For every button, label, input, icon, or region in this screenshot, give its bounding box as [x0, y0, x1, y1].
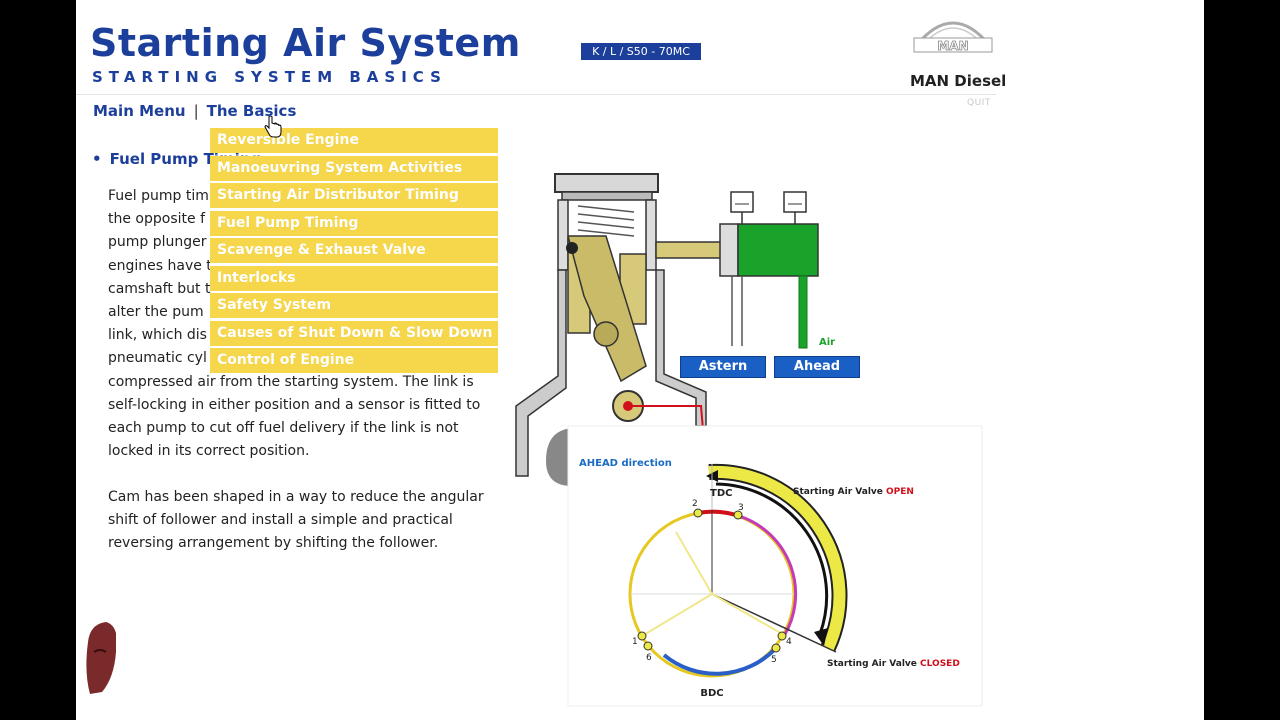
air-label: Air [819, 337, 835, 348]
actuator-rod [655, 241, 727, 259]
text-line: link, which dis [108, 327, 207, 344]
cyl-6: 6 [646, 653, 652, 663]
body-paragraph-1: Fuel pump tim the opposite f pump plunge… [108, 185, 508, 463]
starting-air-timing-diagram: 2 3 1 6 4 5 TDC BDC AHEAD direction Star… [567, 425, 983, 707]
menu-item-interlocks[interactable]: Interlocks [210, 265, 498, 291]
text-line: each pump to cut off fuel delivery if th… [108, 420, 459, 437]
cyl-2: 2 [692, 499, 698, 509]
nav-the-basics[interactable]: The Basics [206, 102, 297, 120]
text-line: Fuel pump tim [108, 188, 209, 204]
cyl-1: 1 [632, 637, 638, 647]
text-line: pneumatic cyl [108, 350, 207, 367]
cyl-4: 4 [786, 637, 792, 647]
menu-item-manoeuvring-activities[interactable]: Manoeuvring System Activities [210, 155, 498, 181]
text-line: shift of follower and install a simple a… [108, 512, 453, 529]
quit-button[interactable]: QUIT [967, 98, 991, 108]
sensor-box-left [730, 191, 754, 213]
header-divider [76, 94, 996, 95]
text-line: the opposite f [108, 211, 205, 228]
menu-item-fuel-pump-timing[interactable]: Fuel Pump Timing [210, 210, 498, 236]
page-subtitle: STARTING SYSTEM BASICS [92, 68, 447, 86]
spring-icon [577, 205, 635, 237]
menu-item-air-distributor-timing[interactable]: Starting Air Distributor Timing [210, 183, 498, 208]
sensor-box-right [783, 191, 807, 213]
text-line: Cam has been shaped in a way to reduce t… [108, 489, 484, 505]
menu-item-control-of-engine[interactable]: Control of Engine [210, 348, 498, 373]
roller-guide [567, 235, 647, 383]
logo-text: MAN [937, 39, 968, 53]
engine-type-badge: K / L / S50 - 70MC [581, 43, 701, 60]
tdc-label: TDC [710, 488, 732, 499]
breadcrumb: Main Menu | The Basics [93, 102, 296, 120]
nav-main-menu[interactable]: Main Menu [93, 102, 186, 120]
pump-top-cap [554, 173, 659, 193]
menu-item-safety-system[interactable]: Safety System [210, 293, 498, 318]
menu-item-scavenge-exhaust[interactable]: Scavenge & Exhaust Valve [210, 238, 498, 263]
text-line: alter the pum [108, 304, 204, 321]
text-line: camshaft but t [108, 280, 211, 297]
menu-item-reversible-engine[interactable]: Reversible Engine [210, 128, 498, 153]
text-line: compressed air from the starting system.… [108, 373, 474, 390]
valve-open-label: Starting Air Valve OPEN [793, 487, 914, 497]
pneumatic-cylinder [737, 223, 819, 277]
man-logo-icon: MAN [913, 21, 993, 53]
presenter-avatar [86, 622, 116, 694]
text-line: engines have t [108, 257, 212, 274]
basics-dropdown-menu: Reversible Engine Manoeuvring System Act… [210, 128, 498, 376]
ahead-button[interactable]: Ahead [774, 356, 860, 378]
bullet: • [92, 150, 102, 168]
text-line: pump plunger [108, 234, 207, 251]
astern-button[interactable]: Astern [680, 356, 766, 378]
right-letterbox [1204, 0, 1280, 720]
fuel-pump-mechanism-diagram: Air [515, 173, 835, 486]
body-paragraph-2: Cam has been shaped in a way to reduce t… [108, 486, 508, 556]
cyl-5: 5 [771, 655, 777, 665]
app-stage: Starting Air System STARTING SYSTEM BASI… [76, 0, 1204, 720]
ahead-direction-label: AHEAD direction [579, 458, 672, 469]
text-line: reversing arrangement by shifting the fo… [108, 535, 439, 552]
bdc-label: BDC [700, 688, 723, 699]
cyl-3: 3 [738, 503, 744, 513]
hand-cursor-icon [264, 116, 282, 138]
nav-separator: | [193, 102, 199, 120]
text-line: self-locking in either position and a se… [108, 396, 481, 413]
valve-closed-label: Starting Air Valve CLOSED [827, 659, 960, 669]
text-line: locked in its correct position. [108, 443, 310, 460]
brand-name: MAN Diesel [910, 72, 1007, 90]
menu-item-shut-down[interactable]: Causes of Shut Down & Slow Down [210, 320, 498, 346]
page-title: Starting Air System [90, 21, 521, 65]
